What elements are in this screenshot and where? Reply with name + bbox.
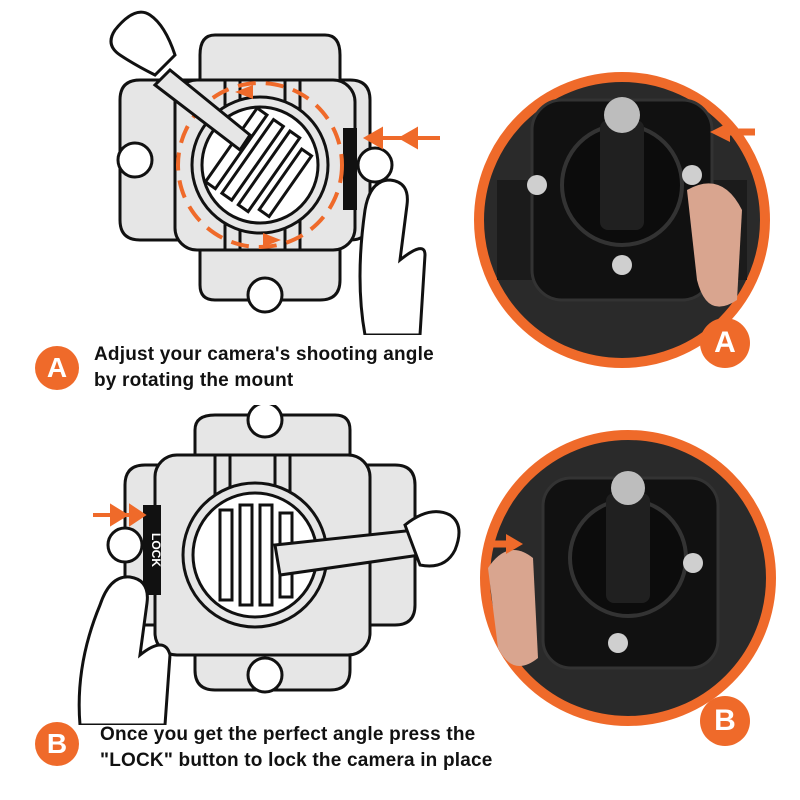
step-a-badge: A <box>35 346 79 390</box>
step-a-caption-line2: by rotating the mount <box>94 370 294 391</box>
step-a-caption: Adjust your camera's shooting angle by r… <box>94 342 434 394</box>
lock-label: LOCK <box>149 533 163 567</box>
step-b-caption: Once you get the perfect angle press the… <box>100 722 493 774</box>
step-b-badge: B <box>35 722 79 766</box>
step-b-illustration: LOCK <box>77 405 461 725</box>
step-b-caption-line2: "LOCK" button to lock the camera in plac… <box>100 750 493 771</box>
step-a-photo <box>474 72 770 368</box>
step-a-photo-badge: A <box>700 318 750 368</box>
step-b-caption-line1: Once you get the perfect angle press the <box>100 724 476 745</box>
step-a-illustration <box>109 10 440 335</box>
step-b-photo-badge: B <box>700 696 750 746</box>
step-b-photo <box>480 430 776 726</box>
step-a-caption-line1: Adjust your camera's shooting angle <box>94 344 434 365</box>
